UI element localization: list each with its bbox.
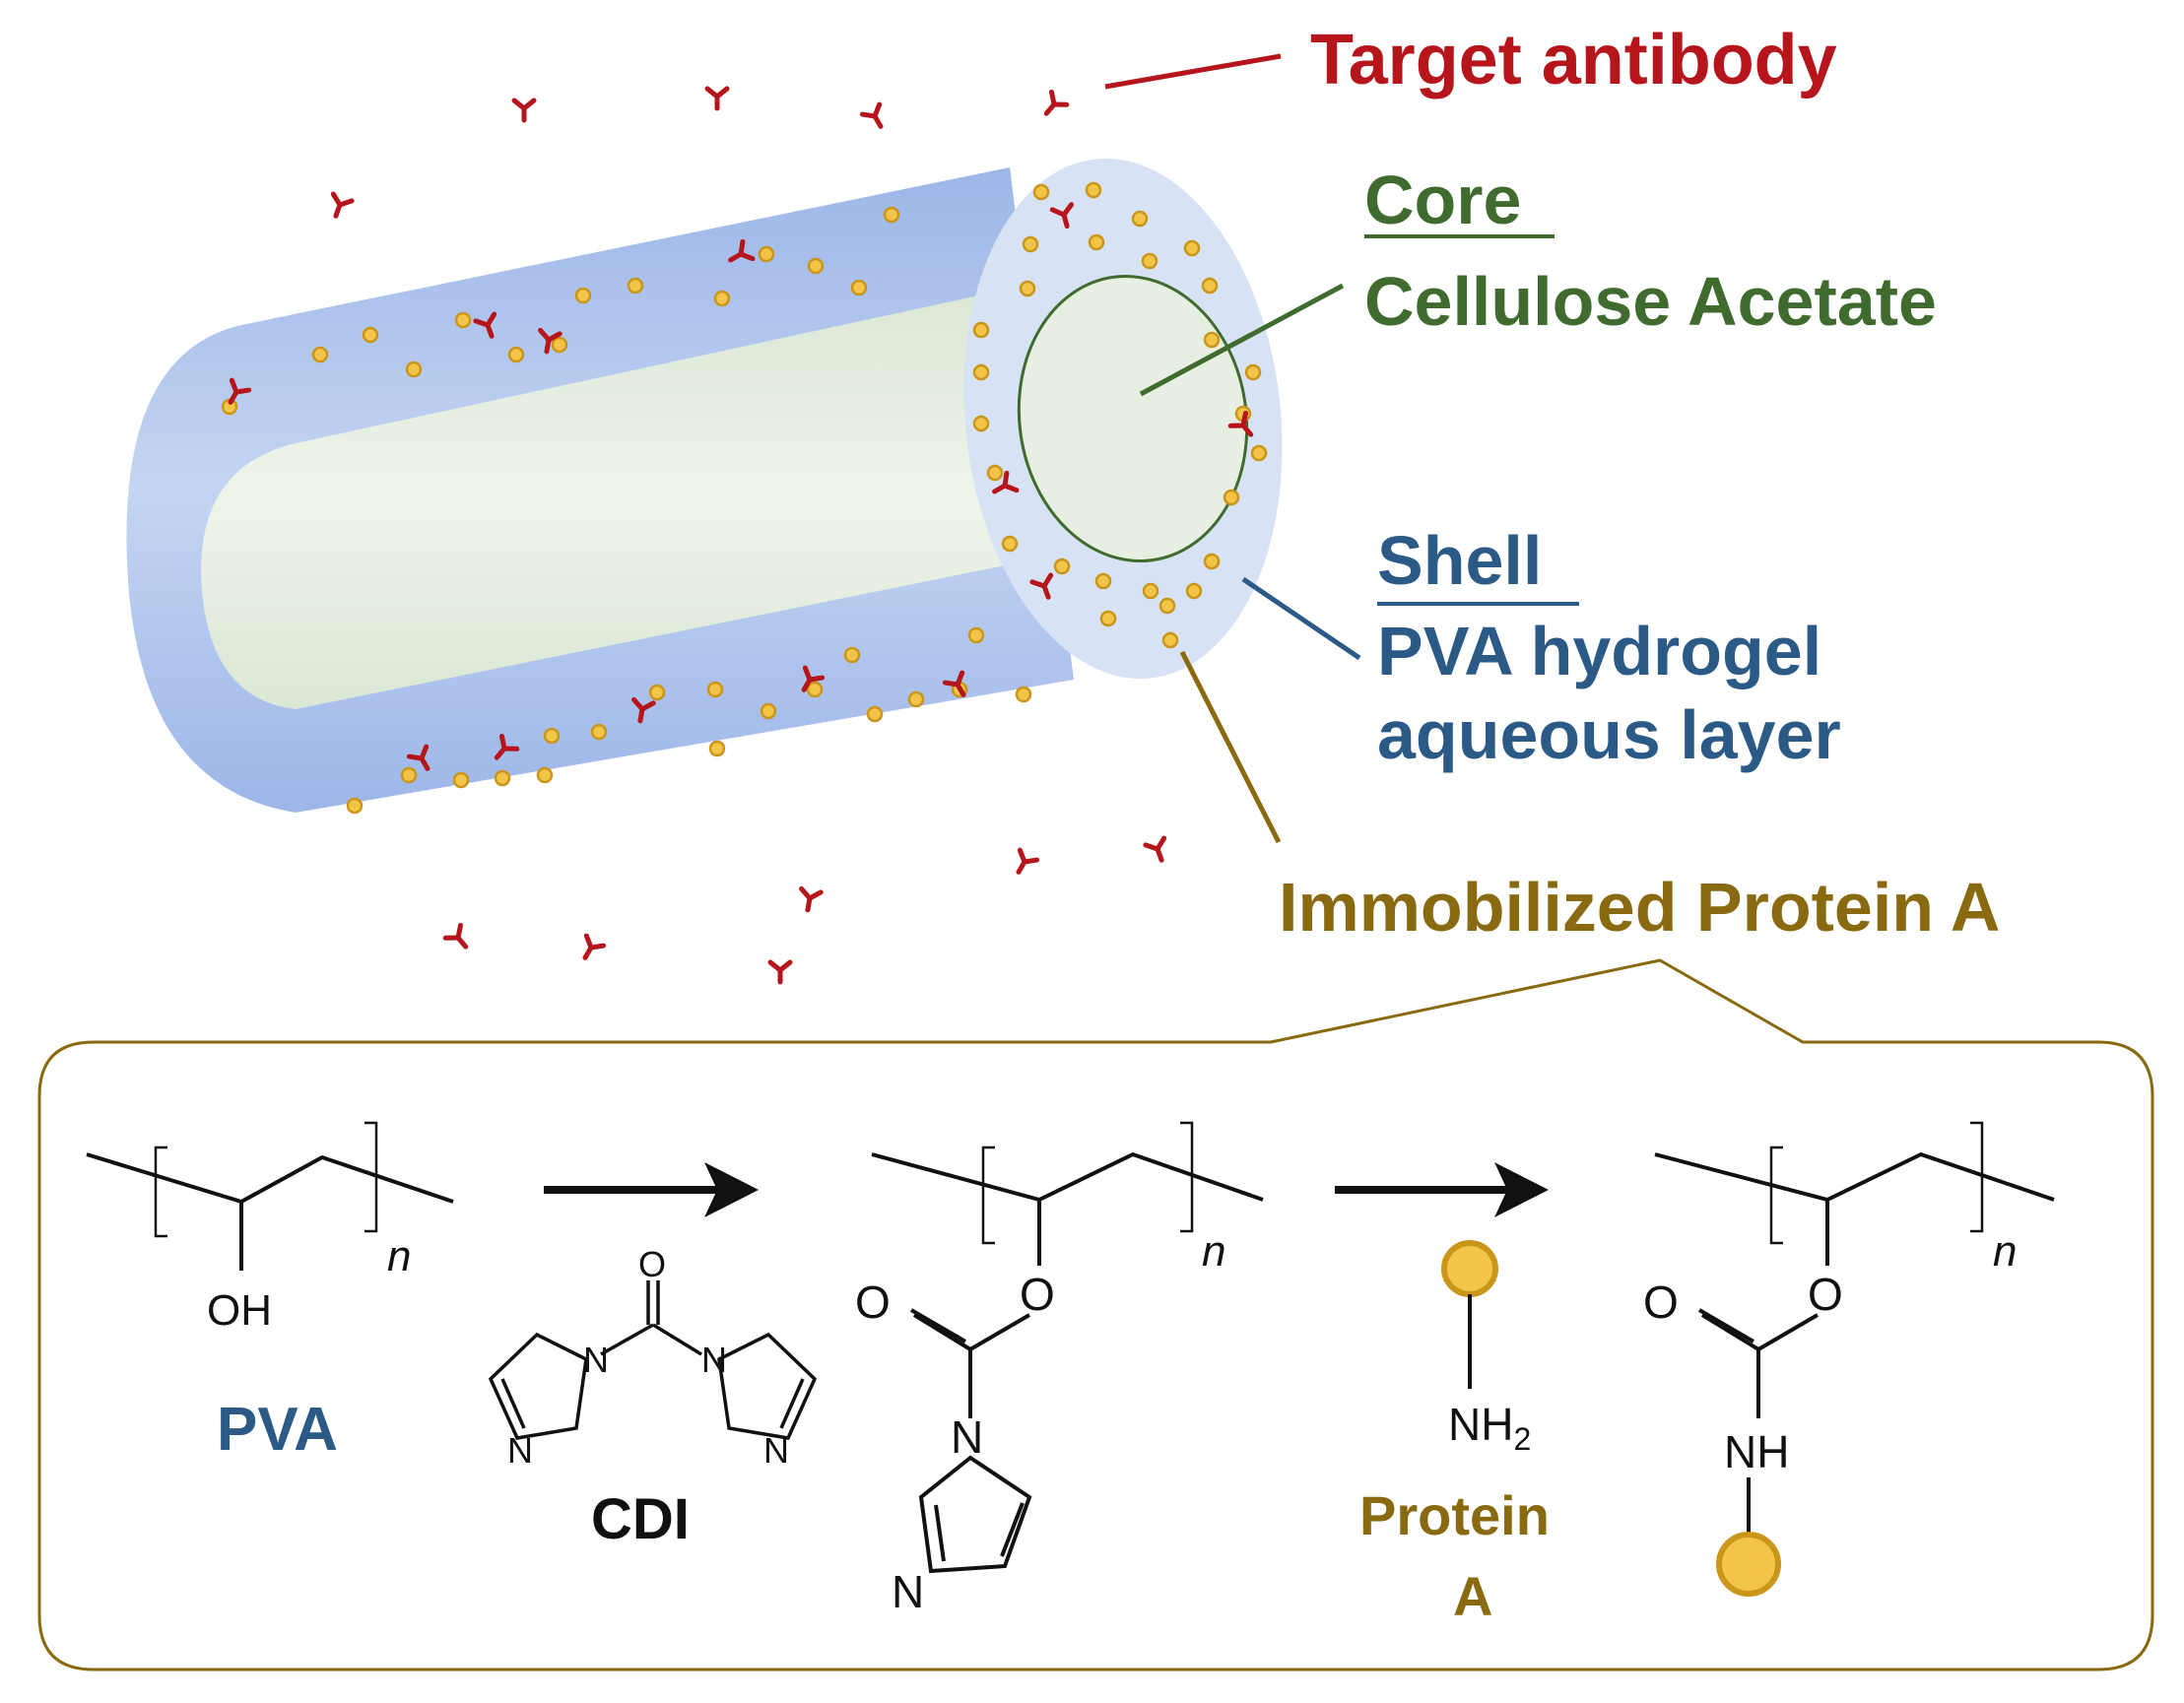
cdi-n2: N (701, 1340, 727, 1380)
cdi-n3: N (507, 1430, 533, 1471)
arrow-1 (544, 1162, 759, 1217)
pva-name: PVA (217, 1396, 338, 1464)
int-n2: N (892, 1566, 924, 1617)
intermediate-structure (871, 1121, 1264, 1574)
cdi-o: O (638, 1244, 666, 1284)
pva-n: n (387, 1232, 411, 1280)
target-antibody-label: Target antibody (1310, 21, 1837, 99)
shell-leader (1241, 576, 1361, 661)
reaction-callout-box (37, 958, 2154, 1671)
int-n: n (1202, 1227, 1225, 1276)
antibody-leader (1104, 53, 1282, 90)
protein-nh2: NH2 (1448, 1399, 1531, 1457)
protein-a-reagent (1441, 1240, 1498, 1389)
int-n1: N (951, 1411, 983, 1463)
protein-label-line2: A (1453, 1565, 1492, 1627)
product-structure (1654, 1121, 2055, 1537)
cdi-n4: N (763, 1430, 789, 1471)
cdi-name: CDI (591, 1487, 690, 1551)
core-heading: Core (1364, 162, 1521, 238)
cdi-structure (488, 1280, 818, 1440)
product-protein-a (1716, 1532, 1781, 1597)
prod-o-ester: O (1808, 1269, 1843, 1320)
cdi-n1: N (583, 1340, 609, 1380)
core-end-cap (1017, 275, 1249, 562)
protein-leader (1179, 650, 1282, 844)
prod-n: n (1993, 1227, 2017, 1276)
int-o-carbonyl: O (855, 1277, 891, 1328)
nh2-subscript: 2 (1513, 1421, 1531, 1457)
arrow-2 (1335, 1162, 1549, 1217)
protein-label-line1: Protein (1359, 1484, 1550, 1546)
int-o-ester: O (1020, 1269, 1055, 1320)
shell-heading: Shell (1377, 522, 1542, 599)
core-body (201, 286, 1025, 709)
core-leader (1139, 283, 1345, 397)
shell-line1: PVA hydrogel (1377, 613, 1821, 689)
fiber-illustration (126, 158, 1283, 813)
pva-structure (86, 1121, 454, 1271)
prod-o-carbonyl: O (1643, 1277, 1679, 1328)
prod-nh: NH (1724, 1426, 1789, 1477)
immobilized-protein-label: Immobilized Protein A (1279, 869, 2000, 946)
shell-line2: aqueous layer (1377, 696, 1841, 773)
core-material-label: Cellulose Acetate (1364, 263, 1937, 340)
pva-oh: OH (207, 1286, 272, 1335)
